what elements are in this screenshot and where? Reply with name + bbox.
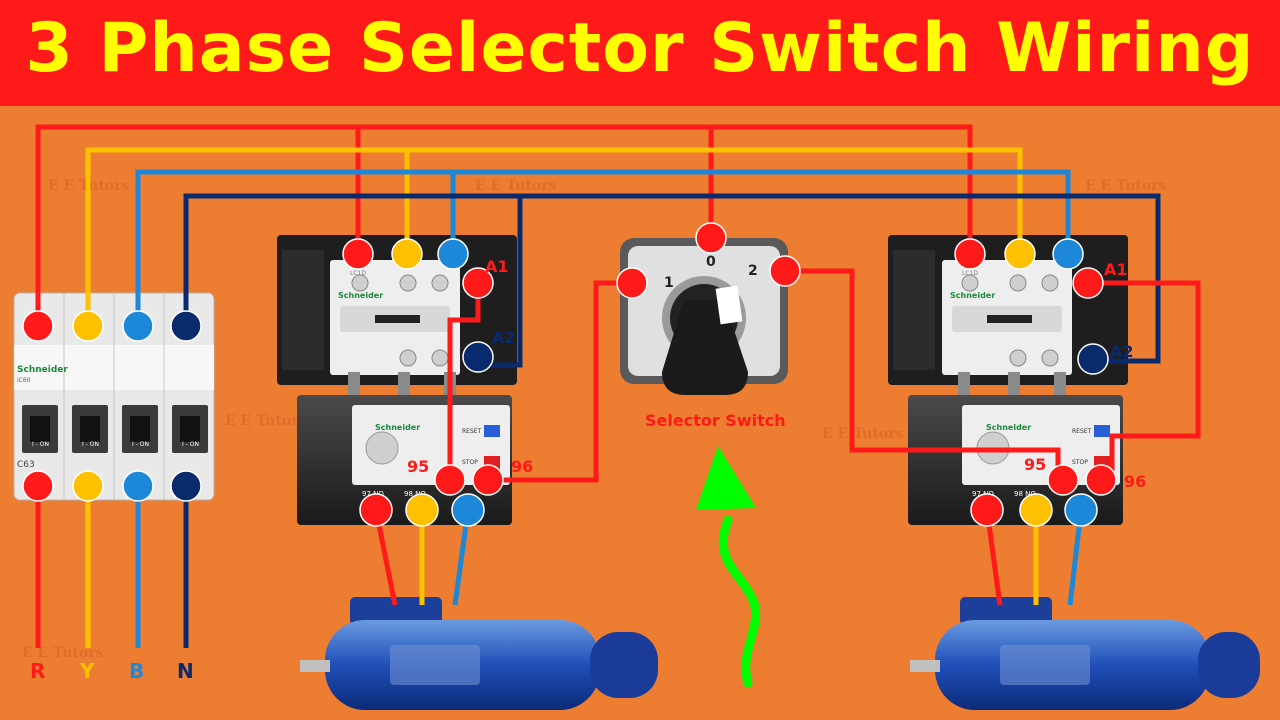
- label-right-95: 95: [1024, 455, 1046, 474]
- mcb-in-b: [122, 310, 154, 342]
- wire-control-right-sel2-95: [785, 268, 1061, 480]
- label-right-a2: A2: [1110, 342, 1134, 361]
- overload-right-98: 98 NO: [1014, 490, 1036, 498]
- mcb-in-n: [170, 310, 202, 342]
- contactor-right-model: LC1D: [962, 270, 978, 277]
- contactor-right-l3: [1052, 238, 1084, 270]
- motor-left: [300, 597, 658, 710]
- mcb-breaker: Schneider iC60 I - ON I - ON I - ON I - …: [13, 292, 215, 501]
- selector-switch-label: Selector Switch: [645, 411, 786, 430]
- mcb-on-label: I - ON: [182, 441, 199, 448]
- contactor-right-l2: [1004, 238, 1036, 270]
- page-title: 3 Phase Selector Switch Wiring: [25, 9, 1255, 88]
- mcb-out-r: [22, 470, 54, 502]
- mcb-out-y: [72, 470, 104, 502]
- selector-terminal-1: [616, 267, 648, 299]
- wire-phase-r: [35, 124, 973, 326]
- supply-label-y: Y: [79, 659, 95, 683]
- overload-right-t2: [1019, 493, 1053, 527]
- overload-left-reset: RESET: [462, 428, 482, 435]
- contactor-left-model: LC1D: [350, 270, 366, 277]
- supply-label-r: R: [30, 659, 45, 683]
- mcb-model: iC60: [17, 377, 31, 384]
- supply-label-n: N: [177, 659, 194, 683]
- wire-phase-y: [85, 147, 1023, 326]
- selector-pos-0: 0: [706, 254, 716, 270]
- mcb-on-label: I - ON: [32, 441, 49, 448]
- title-bar: 3 Phase Selector Switch Wiring: [0, 0, 1280, 106]
- terminal-dots: [22, 222, 1117, 527]
- mcb-out-b: [122, 470, 154, 502]
- overload-right-t1: [970, 493, 1004, 527]
- wire-neutral-left: [482, 196, 523, 368]
- selector-pos-2: 2: [748, 263, 758, 279]
- overload-right-reset: RESET: [1072, 428, 1092, 435]
- label-right-a1: A1: [1104, 260, 1128, 279]
- overload-left-brand: Schneider: [375, 423, 420, 432]
- contactor-left-l3: [437, 238, 469, 270]
- overload-right-t3: [1064, 493, 1098, 527]
- mcb-out-n: [170, 470, 202, 502]
- label-right-96: 96: [1124, 472, 1146, 491]
- label-left-a1: A1: [485, 257, 509, 276]
- selector-switch: 1 0 2: [620, 238, 788, 395]
- mcb-on-label: I - ON: [132, 441, 149, 448]
- wire-control-left-a1-95: [447, 283, 481, 480]
- overload-right-96: [1085, 464, 1117, 496]
- watermark: E E Tutors: [22, 645, 104, 661]
- contactor-left: Schneider LC1D: [277, 235, 517, 402]
- label-left-96: 96: [511, 457, 533, 476]
- green-arrow-icon: [696, 446, 761, 688]
- contactor-left-l1: [342, 238, 374, 270]
- contactor-right: Schneider LC1D: [888, 235, 1128, 402]
- contactor-right-a2: [1077, 343, 1109, 375]
- overload-left-t2: [405, 493, 439, 527]
- wire-control-left-96-sel1: [488, 280, 632, 483]
- overload-left-t1: [359, 493, 393, 527]
- mcb-brand: Schneider: [17, 365, 68, 375]
- overload-left-t3: [451, 493, 485, 527]
- selector-terminal-2: [769, 255, 801, 287]
- contactor-right-a1: [1072, 267, 1104, 299]
- overload-left-stop: STOP: [462, 459, 478, 466]
- contactor-left-a2: [462, 341, 494, 373]
- label-left-95: 95: [407, 457, 429, 476]
- contactor-right-l1: [954, 238, 986, 270]
- supply-label-b: B: [129, 659, 144, 683]
- overload-left-95: [434, 464, 466, 496]
- selector-pos-1: 1: [664, 275, 674, 291]
- overload-right-95: [1047, 464, 1079, 496]
- overload-right-stop: STOP: [1072, 459, 1088, 466]
- watermark: E E Tutors: [1085, 178, 1167, 194]
- mcb-in-y: [72, 310, 104, 342]
- overload-left-96: [472, 464, 504, 496]
- wire-phase-b: [135, 169, 1071, 326]
- watermark: E E Tutors: [475, 178, 557, 194]
- mcb-in-r: [22, 310, 54, 342]
- wire-control-right-a1-96: [1088, 280, 1201, 480]
- overload-left-98: 98 NO: [404, 490, 426, 498]
- contactor-left-l2: [391, 238, 423, 270]
- watermark: E E Tutors: [822, 426, 904, 442]
- selector-terminal-0: [695, 222, 727, 254]
- wire-neutral: [183, 193, 1161, 364]
- contactor-left-brand: Schneider: [338, 291, 383, 300]
- mcb-rating: C63: [17, 460, 35, 470]
- watermark: E E Tutors: [225, 413, 307, 429]
- overload-right-brand: Schneider: [986, 423, 1031, 432]
- motor-right: [910, 597, 1260, 710]
- mcb-on-label: I - ON: [82, 441, 99, 448]
- label-left-a2: A2: [492, 328, 516, 347]
- contactor-right-brand: Schneider: [950, 291, 995, 300]
- contactor-left-a1: [462, 267, 494, 299]
